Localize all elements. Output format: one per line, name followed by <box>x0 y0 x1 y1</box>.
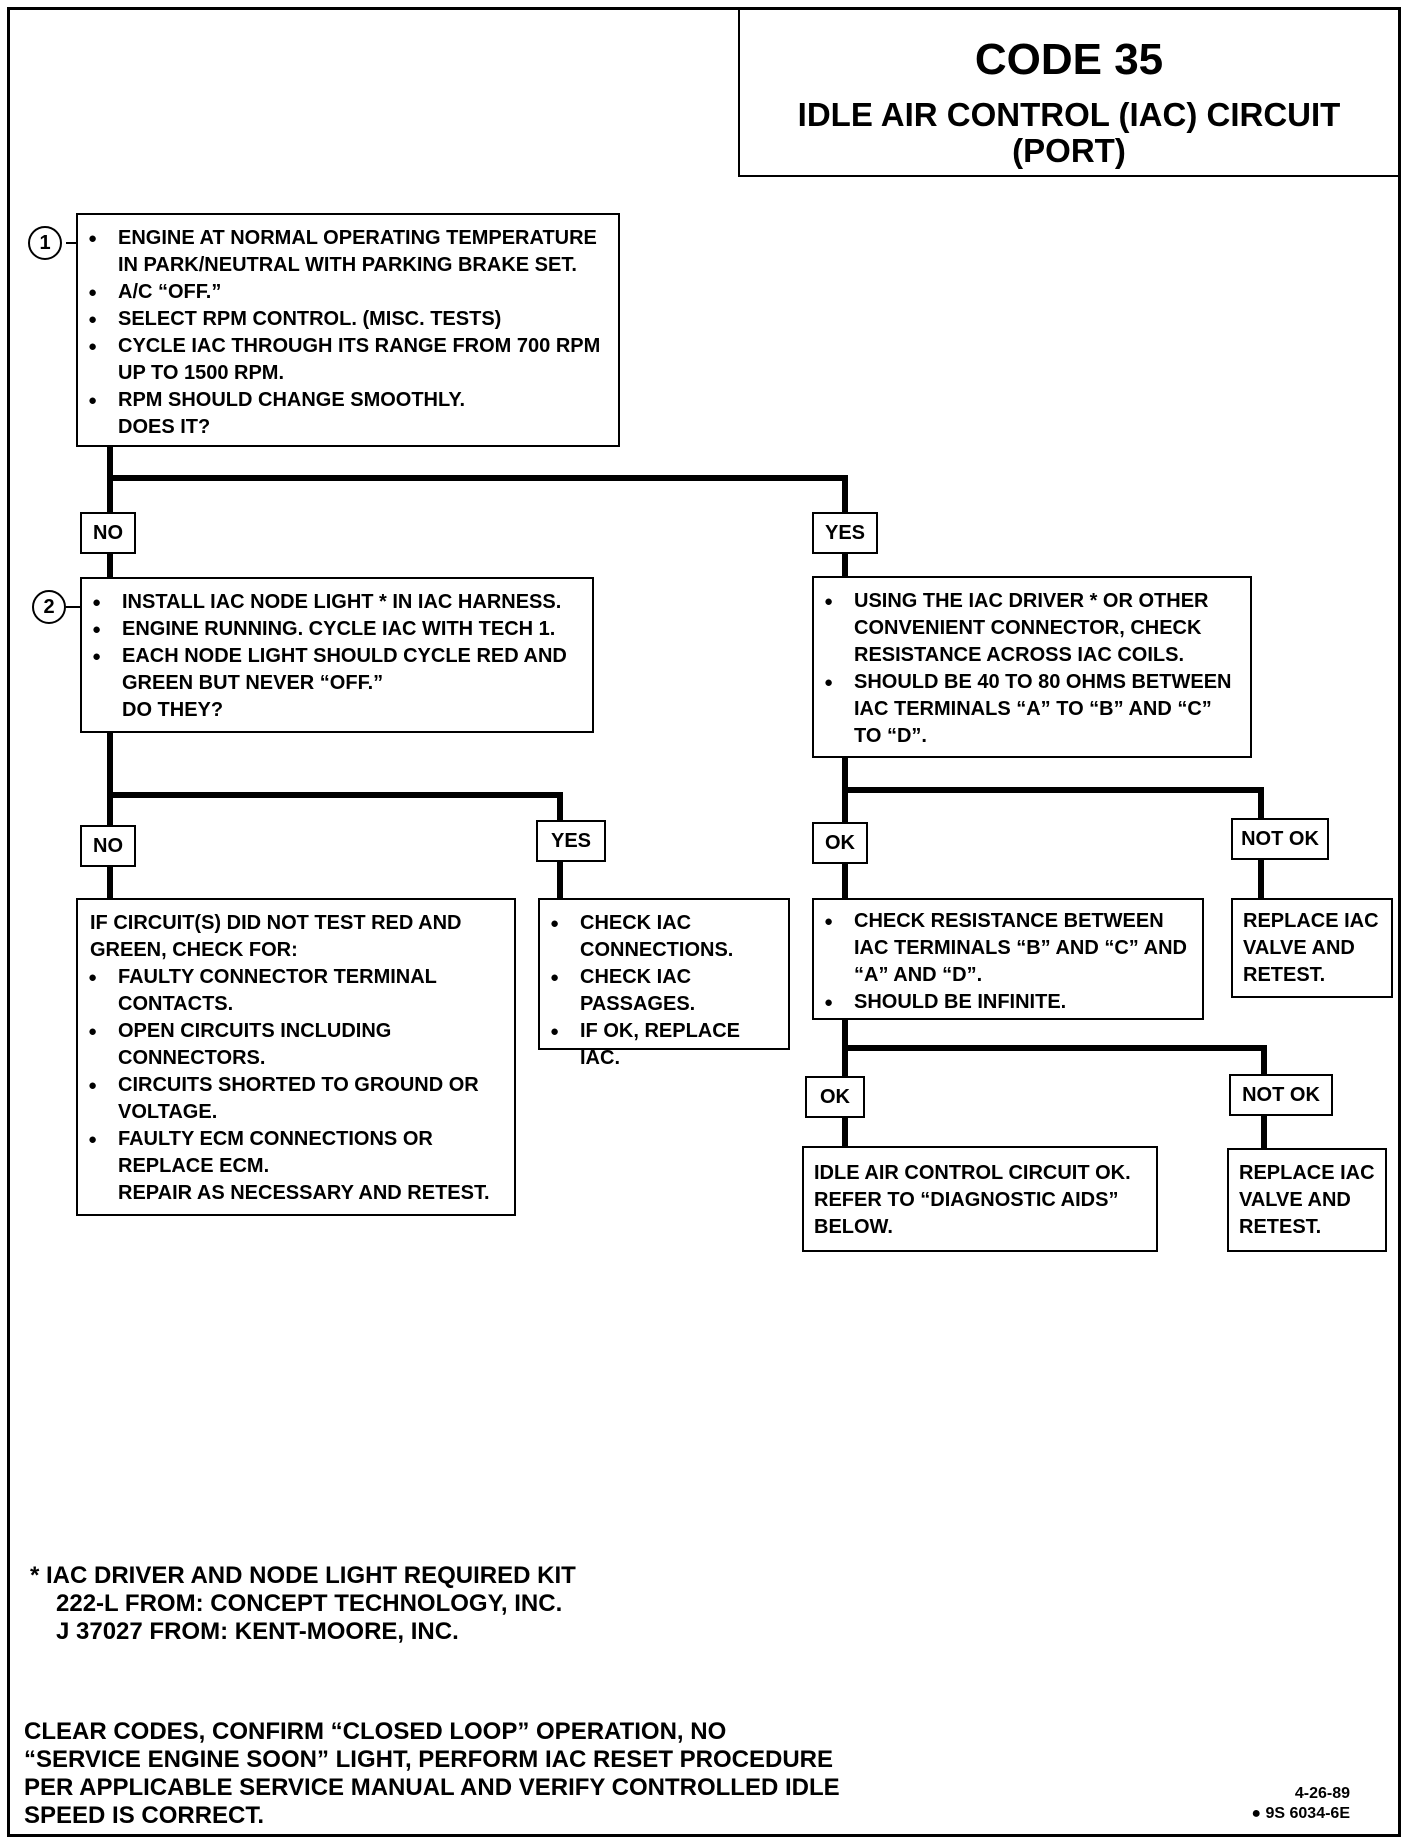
footnote-kit: * IAC DRIVER AND NODE LIGHT REQUIRED KIT… <box>30 1562 576 1646</box>
step-2-marker: 2 <box>32 590 66 624</box>
box-yes2-item: CHECK IAC PASSAGES. <box>540 964 780 1018</box>
box1-item: A/C “OFF.” <box>78 279 608 306</box>
box-notok2-text: REPLACE IAC VALVE AND RETEST. <box>1239 1162 1375 1238</box>
box-node-light-check: INSTALL IAC NODE LIGHT * IN IAC HARNESS.… <box>80 577 594 733</box>
box-yes1-item: SHOULD BE 40 TO 80 OHMS BETWEEN IAC TERM… <box>814 669 1240 750</box>
box2-item: ENGINE RUNNING. CYCLE IAC WITH TECH 1. <box>82 616 584 643</box>
box-no2-item: FAULTY CONNECTOR TERMINAL CONTACTS. <box>78 964 506 1018</box>
document-reference: 4-26-89 ● 9S 6034-6E <box>1251 1784 1350 1824</box>
footnote-line: J 37027 FROM: KENT-MOORE, INC. <box>56 1618 459 1645</box>
box2-question: DO THEY? <box>122 699 224 721</box>
code-title: CODE 35 <box>974 35 1164 84</box>
connector-boxok1-branch <box>842 1017 1267 1079</box>
label-not-ok-2: NOT OK <box>1229 1074 1333 1116</box>
box1-item: SELECT RPM CONTROL. (MISC. TESTS) <box>78 306 608 333</box>
title-box: CODE 35 IDLE AIR CONTROL (IAC) CIRCUIT (… <box>738 9 1398 177</box>
step-1-marker: 1 <box>28 226 62 260</box>
connector-box1-branch <box>107 444 848 515</box>
label-no-1: NO <box>80 512 136 554</box>
box-yes2-item: IF OK, REPLACE IAC. <box>540 1018 780 1072</box>
label-ok-1: OK <box>812 822 868 864</box>
box-ok1-item: SHOULD BE INFINITE. <box>814 989 1194 1016</box>
box-replace-iac-valve-2: REPLACE IAC VALVE AND RETEST. <box>1227 1148 1387 1252</box>
box-circuit-check-list: IF CIRCUIT(S) DID NOT TEST RED AND GREEN… <box>76 898 516 1216</box>
final-note-line: PER APPLICABLE SERVICE MANUAL AND VERIFY… <box>24 1774 840 1801</box>
box-initial-check: ENGINE AT NORMAL OPERATING TEMPERATURE I… <box>76 213 620 447</box>
box1-item: ENGINE AT NORMAL OPERATING TEMPERATURE I… <box>78 225 608 279</box>
box-replace-iac-valve-1: REPLACE IAC VALVE AND RETEST. <box>1231 898 1393 998</box>
footnote-line: 222-L FROM: CONCEPT TECHNOLOGY, INC. <box>56 1590 563 1617</box>
footnote-line: * IAC DRIVER AND NODE LIGHT REQUIRED KIT <box>30 1562 576 1589</box>
box1-item: RPM SHOULD CHANGE SMOOTHLY. <box>78 387 608 414</box>
connector-box2-branch <box>107 730 563 828</box>
final-note-line: SPEED IS CORRECT. <box>24 1802 265 1829</box>
label-not-ok-1: NOT OK <box>1231 818 1329 860</box>
box1-item: CYCLE IAC THROUGH ITS RANGE FROM 700 RPM… <box>78 333 608 387</box>
box-ok2-text: IDLE AIR CONTROL CIRCUIT OK. REFER TO “D… <box>814 1162 1131 1238</box>
box-infinite-resistance-check: CHECK RESISTANCE BETWEEN IAC TERMINALS “… <box>812 898 1204 1020</box>
document-date: 4-26-89 <box>1294 1785 1350 1802</box>
label-yes-1: YES <box>812 512 878 554</box>
label-yes-2: YES <box>536 820 606 862</box>
page-frame <box>7 7 1401 1837</box>
box-no2-item: FAULTY ECM CONNECTIONS OR REPLACE ECM. <box>78 1126 506 1180</box>
box-circuit-ok: IDLE AIR CONTROL CIRCUIT OK. REFER TO “D… <box>802 1146 1158 1252</box>
label-ok-2: OK <box>805 1076 865 1118</box>
box-yes1-item: USING THE IAC DRIVER * OR OTHER CONVENIE… <box>814 588 1240 669</box>
box2-item: INSTALL IAC NODE LIGHT * IN IAC HARNESS. <box>82 589 584 616</box>
box-iac-connections-check: CHECK IAC CONNECTIONS. CHECK IAC PASSAGE… <box>538 898 790 1069</box>
box-coil-resistance-check: USING THE IAC DRIVER * OR OTHER CONVENIE… <box>812 576 1252 758</box>
connector-boxyes1-branch <box>842 755 1264 825</box>
box-no2-intro: IF CIRCUIT(S) DID NOT TEST RED AND GREEN… <box>90 912 462 961</box>
box-yes2-item: CHECK IAC CONNECTIONS. <box>540 910 780 964</box>
box-no2-item: OPEN CIRCUITS INCLUDING CONNECTORS. <box>78 1018 506 1072</box>
document-number: ● 9S 6034-6E <box>1251 1805 1350 1822</box>
final-instructions: CLEAR CODES, CONFIRM “CLOSED LOOP” OPERA… <box>24 1718 840 1830</box>
circuit-subtitle: (PORT) <box>1012 132 1126 169</box>
box-ok1-item: CHECK RESISTANCE BETWEEN IAC TERMINALS “… <box>814 908 1194 989</box>
box-notok1-text: REPLACE IAC VALVE AND RETEST. <box>1243 910 1379 986</box>
box-no2-item: CIRCUITS SHORTED TO GROUND OR VOLTAGE. <box>78 1072 506 1126</box>
final-note-line: “SERVICE ENGINE SOON” LIGHT, PERFORM IAC… <box>24 1746 833 1773</box>
box1-question: DOES IT? <box>118 416 211 438</box>
circuit-title: IDLE AIR CONTROL (IAC) CIRCUIT <box>797 96 1341 133</box>
box2-item: EACH NODE LIGHT SHOULD CYCLE RED AND GRE… <box>82 643 584 697</box>
final-note-line: CLEAR CODES, CONFIRM “CLOSED LOOP” OPERA… <box>24 1718 727 1745</box>
label-no-2: NO <box>80 825 136 867</box>
box-no2-closing: REPAIR AS NECESSARY AND RETEST. <box>118 1182 490 1204</box>
